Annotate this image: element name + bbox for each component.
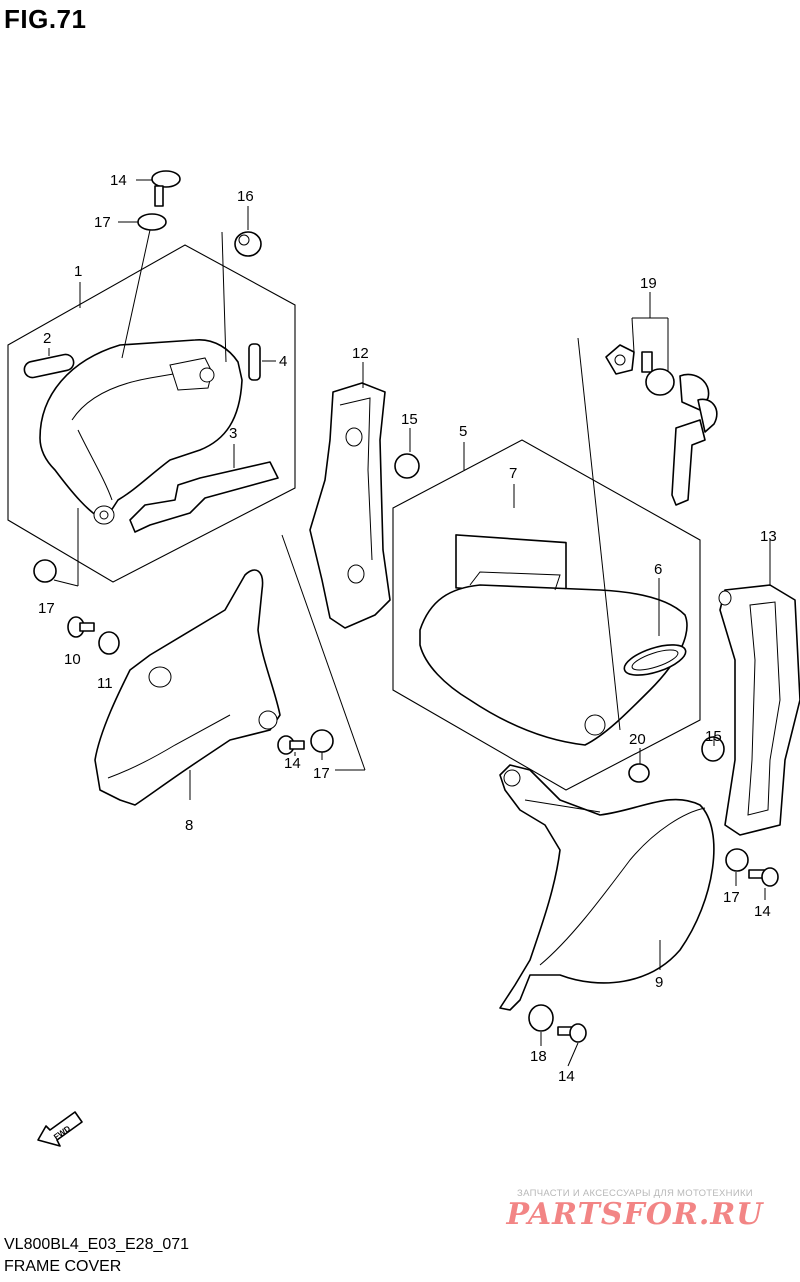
part-14-bolt-middle[interactable] [277, 735, 305, 755]
part-20-grommet[interactable] [628, 763, 650, 783]
model-code: VL800BL4_E03_E28_071 [4, 1236, 190, 1253]
callout-20: 20 [629, 731, 646, 748]
part-17-collar-top[interactable] [137, 213, 167, 231]
callout-17-left: 17 [38, 600, 55, 617]
part-17-collar-right[interactable] [725, 848, 749, 872]
callout-6: 6 [654, 561, 662, 578]
part-17-collar-middle[interactable] [310, 729, 334, 753]
part-10-bolt[interactable] [67, 616, 95, 638]
callout-8: 8 [185, 817, 193, 834]
callout-11: 11 [97, 675, 113, 692]
part-2-pad[interactable] [23, 353, 75, 379]
part-14-bolt-right[interactable] [748, 867, 779, 887]
leader-lines [48, 179, 771, 1067]
callout-5: 5 [459, 423, 467, 440]
callout-12: 12 [352, 345, 369, 362]
figure-title: FIG.71 [4, 4, 87, 34]
callout-17-right: 17 [723, 889, 740, 906]
part-14-bolt-top[interactable] [151, 170, 181, 207]
part-18-grommet[interactable] [528, 1004, 554, 1032]
callout-15-right: 15 [705, 728, 722, 745]
part-15-grommet-center[interactable] [394, 453, 420, 479]
callout-2: 2 [43, 330, 51, 347]
callout-4: 4 [279, 353, 287, 370]
callout-19: 19 [640, 275, 657, 292]
callout-9: 9 [655, 974, 663, 991]
part-8-lower-left-cover[interactable] [94, 569, 281, 806]
group-frame-1 [7, 244, 296, 583]
callout-17-middle: 17 [313, 765, 330, 782]
callout-7: 7 [509, 465, 517, 482]
part-13-gasket[interactable] [718, 584, 800, 836]
part-15-grommet-right[interactable] [701, 736, 725, 762]
callout-18: 18 [530, 1048, 547, 1065]
callout-14-bottom: 14 [558, 1068, 575, 1085]
part-5-side-cover[interactable] [419, 571, 688, 746]
part-12-bracket[interactable] [309, 382, 391, 629]
callout-15-center: 15 [401, 411, 418, 428]
callout-16: 16 [237, 188, 254, 205]
callout-3: 3 [229, 425, 237, 442]
part-14-bolt-bottom[interactable] [557, 1023, 587, 1043]
part-9-right-lower-cover[interactable] [499, 764, 715, 1011]
figure-caption: FRAME COVER [4, 1258, 122, 1275]
watermark-subtitle: ЗАПЧАСТИ И АКСЕССУАРЫ ДЛЯ МОТОТЕХНИКИ [517, 1188, 753, 1199]
part-3-strip[interactable] [129, 461, 279, 533]
part-6-emblem[interactable] [621, 639, 689, 682]
part-11-grommet[interactable] [98, 631, 120, 655]
callout-1: 1 [74, 263, 82, 280]
callout-17-top: 17 [94, 214, 111, 231]
group-frame-5 [392, 439, 701, 791]
callout-10: 10 [64, 651, 81, 668]
watermark-logo: PARTSFOR.RU [506, 1197, 764, 1232]
callout-14-right: 14 [754, 903, 771, 920]
part-17-collar-left[interactable] [33, 559, 57, 583]
callout-14-top: 14 [110, 172, 127, 189]
part-19-lock-set[interactable] [605, 344, 718, 506]
part-1-left-frame-cover[interactable] [39, 339, 243, 525]
watermark: ЗАПЧАСТИ И АКСЕССУАРЫ ДЛЯ МОТОТЕХНИКИ PA… [490, 1188, 780, 1232]
callout-13: 13 [760, 528, 777, 545]
part-16-grommet[interactable] [234, 231, 262, 257]
callout-14-middle: 14 [284, 755, 301, 772]
fwd-arrow-icon: FWD [37, 1111, 83, 1147]
part-4-pin[interactable] [248, 343, 261, 381]
